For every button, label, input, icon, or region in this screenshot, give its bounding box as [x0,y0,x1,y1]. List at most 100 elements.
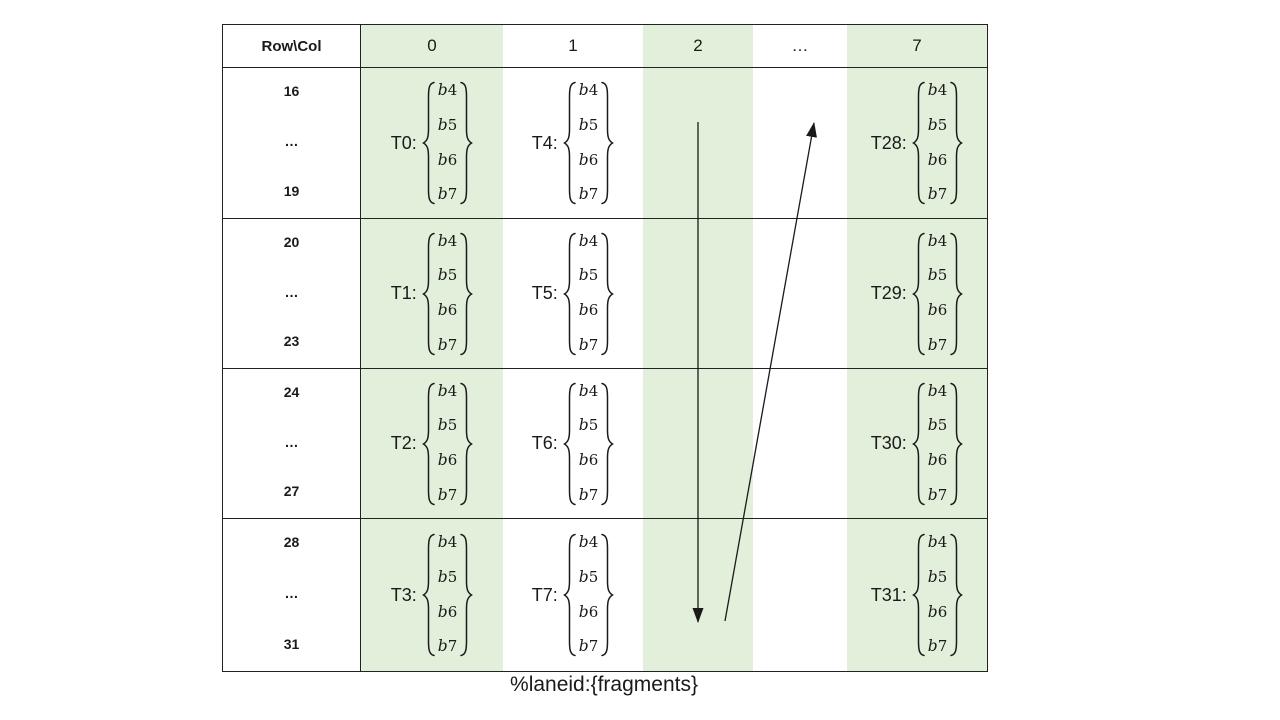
open-brace-glyph [562,232,576,355]
thread-label: T1: [390,283,417,303]
fragment-item: b5 [927,416,948,435]
thread-label: T0: [390,132,417,153]
row-start: 24 [283,384,300,400]
cell-empty [753,519,847,671]
open-brace-glyph [421,533,435,657]
fragment-item: b7 [578,485,599,504]
fragment-item: b4 [437,231,458,250]
fragment-list: b4 b5 b6 b7 [437,231,458,354]
fragment-item: b4 [437,381,458,400]
close-brace-glyph [460,232,474,355]
thread-label: T30: [870,433,907,453]
fragment-item: b4 [927,533,948,551]
thread-label: T2: [390,433,417,453]
open-brace-glyph [562,533,576,657]
row-ellipsis: … [284,283,299,300]
fragment-item: b6 [578,451,599,470]
close-brace-glyph [601,382,615,505]
open-brace-glyph [911,382,925,505]
fragment-item: b4 [578,381,599,400]
fragment-list: b4 b5 b6 b7 [437,533,458,656]
thread-fragment-group: T1: b4 b5 b6 b7 [391,232,474,356]
fragment-item: b4 [437,533,458,551]
row-end: 31 [283,636,300,652]
fragment-item: b5 [578,115,599,134]
thread-label: T5: [531,283,558,303]
fragment-item: b4 [927,231,948,250]
open-brace-glyph [421,81,435,205]
close-brace-glyph [601,232,615,355]
thread-label: T6: [531,433,558,453]
row-end: 27 [283,483,300,499]
fragment-item: b5 [578,567,599,586]
row-range-28-31: 28 … 31 [223,519,361,671]
header-col-0: 0 [361,25,503,68]
open-brace-glyph [911,533,925,657]
fragment-item: b5 [437,115,458,134]
close-brace-glyph [950,533,964,657]
fragment-item: b7 [927,335,948,354]
fragment-item: b7 [578,335,599,354]
close-brace-glyph [950,382,964,505]
fragment-item: b4 [578,231,599,250]
open-brace-glyph [421,232,435,355]
fragment-item: b6 [437,301,458,320]
fragment-item: b6 [578,602,599,621]
header-col-1: 1 [503,25,643,68]
row-range-16-19: 16 … 19 [223,68,361,219]
close-brace-glyph [460,533,474,657]
fragment-item: b4 [578,533,599,551]
cell-empty [753,369,847,519]
close-brace-glyph [601,533,615,657]
row-start: 28 [283,534,300,550]
fragment-item: b5 [437,266,458,285]
fragment-item: b7 [927,485,948,504]
cell-empty [643,519,753,671]
fragment-item: b7 [437,335,458,354]
caption: %laneid:{fragments} [510,673,698,696]
row-end: 23 [283,333,300,349]
fragment-item: b7 [927,185,948,204]
fragment-item: b6 [437,602,458,621]
fragment-item: b5 [927,567,948,586]
fragment-item: b6 [927,301,948,320]
fragment-item: b5 [437,567,458,586]
fragment-item: b7 [578,637,599,656]
thread-label: T31: [870,584,907,605]
header-row-col: Row\Col [223,25,361,68]
fragment-item: b7 [437,637,458,656]
fragment-item: b6 [927,451,948,470]
close-brace-glyph [950,232,964,355]
cell-empty [643,219,753,369]
row-ellipsis: … [284,585,299,601]
fragment-item: b4 [927,81,948,99]
row-range-20-23: 20 … 23 [223,219,361,369]
cell-empty [753,68,847,219]
cell-empty [643,369,753,519]
row-ellipsis: … [284,133,299,149]
row-ellipsis: … [284,433,299,450]
thread-label: T29: [870,283,907,303]
